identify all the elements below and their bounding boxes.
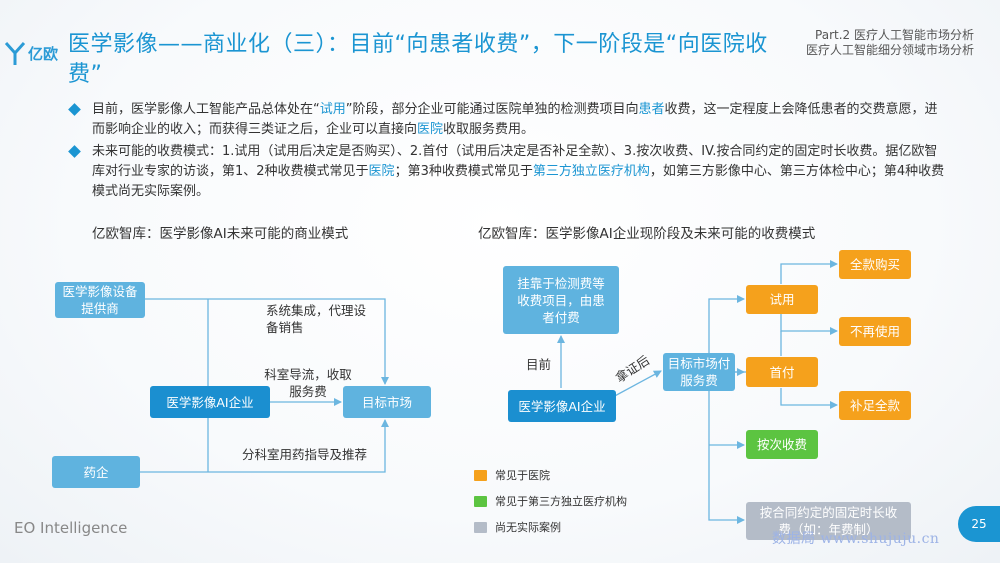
logo-mark-icon [4, 41, 26, 65]
node-full-purchase: 全款购买 [839, 250, 911, 279]
legend-label: 常见于医院 [495, 469, 550, 482]
edge-down-to-remainder [780, 388, 838, 409]
legend-label: 常见于第三方独立医疗机构 [495, 495, 627, 508]
watermark: 数据局 www.shujuju.cn [772, 531, 940, 547]
bullet-list: 目前，医学影像人工智能产品总体处在“试用”阶段，部分企业可能通过医院单独的检测费… [68, 100, 948, 204]
legend-label: 尚无实际案例 [495, 521, 561, 534]
bullet-item: 目前，医学影像人工智能产品总体处在“试用”阶段，部分企业可能通过医院单独的检测费… [68, 100, 948, 140]
page-title: 医学影像——商业化（三）：目前“向患者收费”，下一阶段是“向医院收费” [68, 32, 768, 87]
edge-trial-to-full [780, 260, 838, 284]
label-referral: 科室导流，收取服务费 [264, 367, 352, 399]
eo-logo: 亿欧 [4, 38, 62, 68]
node-ai-company-right: 医学影像AI企业 [508, 390, 616, 422]
node-ai-company: 医学影像AI企业 [150, 386, 270, 418]
node-down-payment: 首付 [746, 357, 818, 387]
label-integration: 系统集成，代理设备销售 [266, 303, 367, 335]
right-diagram-caption: 亿欧智库：医学影像AI企业现阶段及未来可能的收费模式 [478, 226, 816, 242]
section-part: Part.2 医疗人工智能市场分析 [815, 28, 974, 42]
edge-ai-to-target [610, 370, 662, 399]
section-subpart: 医疗人工智能细分领域市场分析 [805, 43, 974, 57]
highlight-text: 医院 [368, 164, 395, 179]
bullet-item: 未来可能的收费模式：1.试用（试用后决定是否购买）、2.首付（试用后决定是否补足… [68, 142, 948, 202]
legend-swatch [474, 521, 487, 533]
bullet-text: 目前，医学影像人工智能产品总体处在“试用”阶段，部分企业可能通过医院单独的检测费… [92, 102, 938, 137]
legend-item: 尚无实际案例 [474, 519, 561, 535]
node-pay-remainder: 补足全款 [839, 391, 911, 420]
highlight-text: 医院 [417, 122, 444, 137]
edge-pharma-to-market [140, 419, 389, 473]
bullet-segment: 收费，这一定程度上会降低患者的交费意愿，进而影响企业的收入；而获得三类证之后，企… [92, 102, 938, 137]
bullet-segment: 目前，医学影像人工智能产品总体处在“ [92, 102, 320, 117]
node-target-market-pay: 目标市场付服务费 [663, 353, 735, 391]
left-diagram-caption: 亿欧智库：医学影像AI未来可能的商业模式 [92, 226, 349, 242]
bullet-segment: 未来可能的收费模式：1.试用（试用后决定是否购买）、2.首付（试用后决定是否补足… [92, 144, 938, 179]
bullet-segment: ；第3种收费模式常见于 [394, 164, 533, 179]
bullet-segment: ”阶段，部分企业可能通过医院单独的检测费项目向 [345, 102, 639, 117]
bullet-text: 未来可能的收费模式：1.试用（试用后决定是否购买）、2.首付（试用后决定是否补足… [92, 144, 944, 199]
node-fixed-term: 按合同约定的固定时长收费（如：年费制） [746, 502, 911, 540]
highlight-text: 第三方独立医疗机构 [532, 164, 650, 179]
edge-to-trial [708, 295, 745, 355]
edge-trial-to-stop [780, 314, 838, 335]
node-target-market: 目标市场 [343, 386, 431, 418]
legend-swatch [474, 469, 487, 481]
node-no-further-use: 不再使用 [839, 317, 911, 346]
logo-text: 亿欧 [28, 44, 59, 63]
label-drug-guidance: 分科室用药指导及推荐 [242, 447, 368, 462]
edge-equipment-to-market [145, 298, 389, 385]
legend-item: 常见于第三方独立医疗机构 [474, 493, 627, 509]
bullet-segment: ，如第三方影像中心、第三方体检中心；第4种收费模式尚无实际案例。 [92, 164, 945, 199]
node-current-fee: 挂靠于检测费等收费项目，由患者付费 [503, 266, 619, 334]
node-pharma: 药企 [52, 456, 140, 488]
footer-brand: EO Intelligence [14, 519, 128, 537]
bullet-segment: 收取服务费用。 [443, 122, 535, 137]
edge-to-fixed-term [708, 390, 745, 524]
node-per-use: 按次收费 [746, 430, 818, 459]
section-label: Part.2 医疗人工智能市场分析 医疗人工智能细分领域市场分析 [806, 28, 974, 58]
highlight-text: 患者 [638, 102, 665, 117]
legend-item: 常见于医院 [474, 467, 550, 483]
node-equipment-provider: 医学影像设备提供商 [55, 282, 145, 318]
legend-swatch [474, 495, 487, 507]
page-number: 25 [958, 506, 1000, 542]
label-current: 目前 [526, 357, 552, 372]
highlight-text: 试用 [319, 102, 346, 117]
node-trial: 试用 [746, 285, 818, 314]
